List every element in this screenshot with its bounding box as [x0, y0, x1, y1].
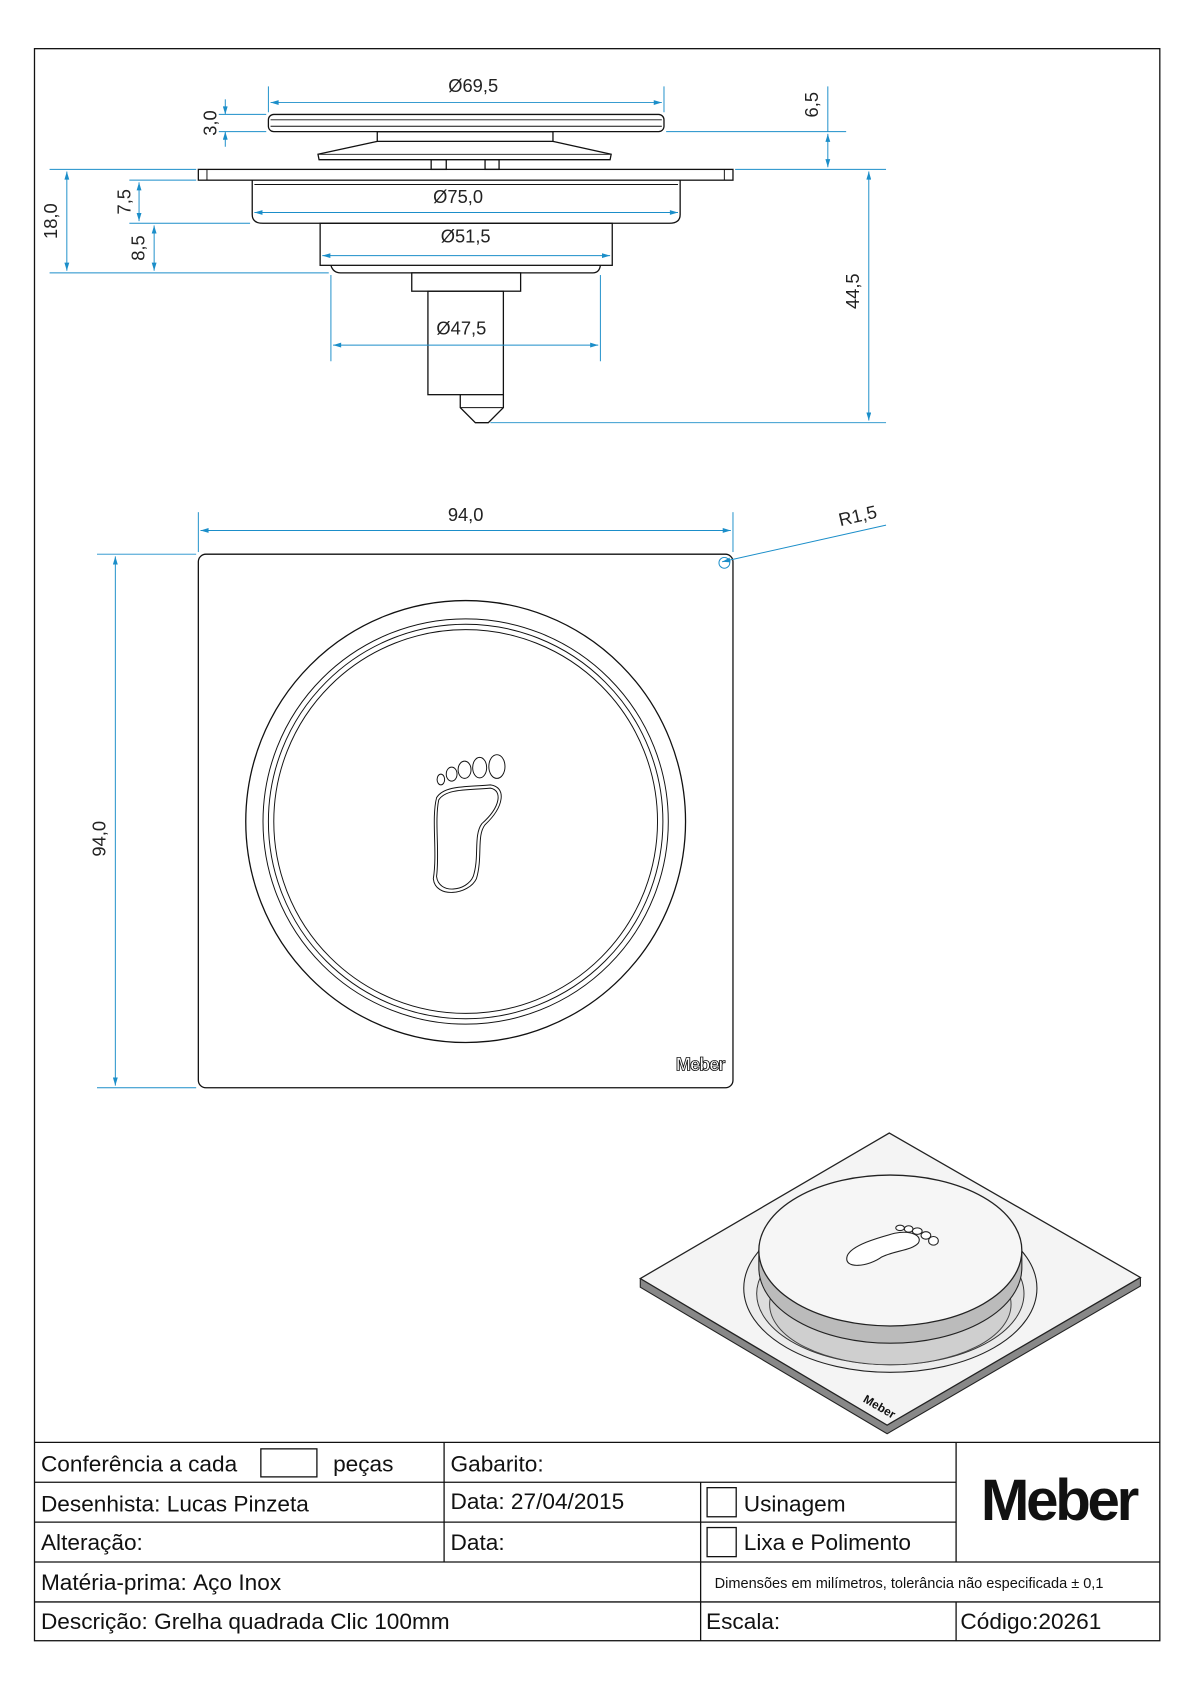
tolerance-note: Dimensões em milímetros, tolerância não …	[715, 1576, 1104, 1592]
desenhista-field: Desenhista: Lucas Pinzeta	[41, 1491, 309, 1516]
dim-body-diameter: Ø75,0	[433, 186, 483, 207]
usinagem-checkbox[interactable]	[706, 1487, 737, 1518]
dim-corner-radius: R1,5	[836, 501, 878, 530]
tip	[459, 394, 505, 424]
lixa-label: Lixa e Polimento	[744, 1530, 911, 1555]
cap-stem	[376, 131, 554, 143]
usinagem-label: Usinagem	[744, 1491, 846, 1516]
conferencia-label: Conferência a cada	[41, 1451, 238, 1476]
isometric-view: Meber	[638, 1132, 1142, 1435]
neck	[319, 222, 613, 266]
pecas-label: peças	[333, 1451, 393, 1476]
conferencia-input[interactable]	[260, 1448, 318, 1478]
boss	[411, 272, 522, 292]
descricao-value: Grelha quadrada Clic 100mm	[154, 1609, 450, 1634]
cap	[267, 113, 665, 133]
dim-flange-height: 18,0	[40, 203, 61, 239]
plate	[197, 553, 734, 1089]
dim-total-depth: 44,5	[842, 273, 863, 309]
dim-body-lower: 8,5	[127, 235, 148, 260]
cone	[317, 140, 612, 161]
sheet-border	[33, 48, 1161, 1642]
descricao-field: Descrição: Grelha quadrada Clic 100mm	[41, 1609, 450, 1634]
plate-brand-mark: Meber	[676, 1054, 725, 1075]
dim-cap-height: 6,5	[801, 92, 822, 117]
dim-body-upper: 7,5	[113, 189, 134, 214]
flange	[197, 168, 734, 181]
codigo-value: 20261	[1038, 1609, 1101, 1634]
dim-cap-thickness: 3,0	[200, 110, 221, 135]
gabarito-label: Gabarito:	[451, 1451, 544, 1476]
dim-plate-width: 94,0	[448, 504, 484, 525]
dim-plate-height: 94,0	[89, 821, 110, 857]
desenhista-value: Lucas Pinzeta	[167, 1491, 310, 1516]
dim-bottom-diameter: Ø47,5	[436, 317, 486, 338]
materia-field: Matéria-prima: Aço Inox	[41, 1570, 282, 1595]
materia-value: Aço Inox	[193, 1570, 282, 1595]
side-view: Ø69,5 3,0 6,5 18,0 7,5 8,5 Ø75,0 Ø51,5 Ø…	[40, 75, 887, 424]
plan-view: Meber 94,0 94,0 R1,5	[89, 501, 887, 1089]
dim-cap-diameter: Ø69,5	[448, 75, 498, 96]
lixa-checkbox[interactable]	[706, 1526, 737, 1558]
meber-logo: Meber	[981, 1468, 1139, 1533]
data-field: Data: 27/04/2015	[451, 1489, 625, 1514]
alteracao-data-label: Data:	[451, 1530, 505, 1555]
iso-foot-icon	[846, 1224, 939, 1266]
escala-label: Escala:	[706, 1609, 780, 1634]
shaft	[427, 290, 505, 396]
codigo-field: Código:20261	[960, 1609, 1101, 1634]
outer-ring	[245, 599, 687, 1044]
data-value: 27/04/2015	[511, 1489, 624, 1514]
alteracao-label: Alteração:	[41, 1530, 143, 1555]
dim-neck-diameter: Ø51,5	[441, 226, 491, 247]
foot-icon	[432, 754, 506, 893]
cap-circle	[273, 629, 659, 1014]
title-block: Conferência a cada peças Gabarito: Desen…	[34, 1441, 1160, 1641]
